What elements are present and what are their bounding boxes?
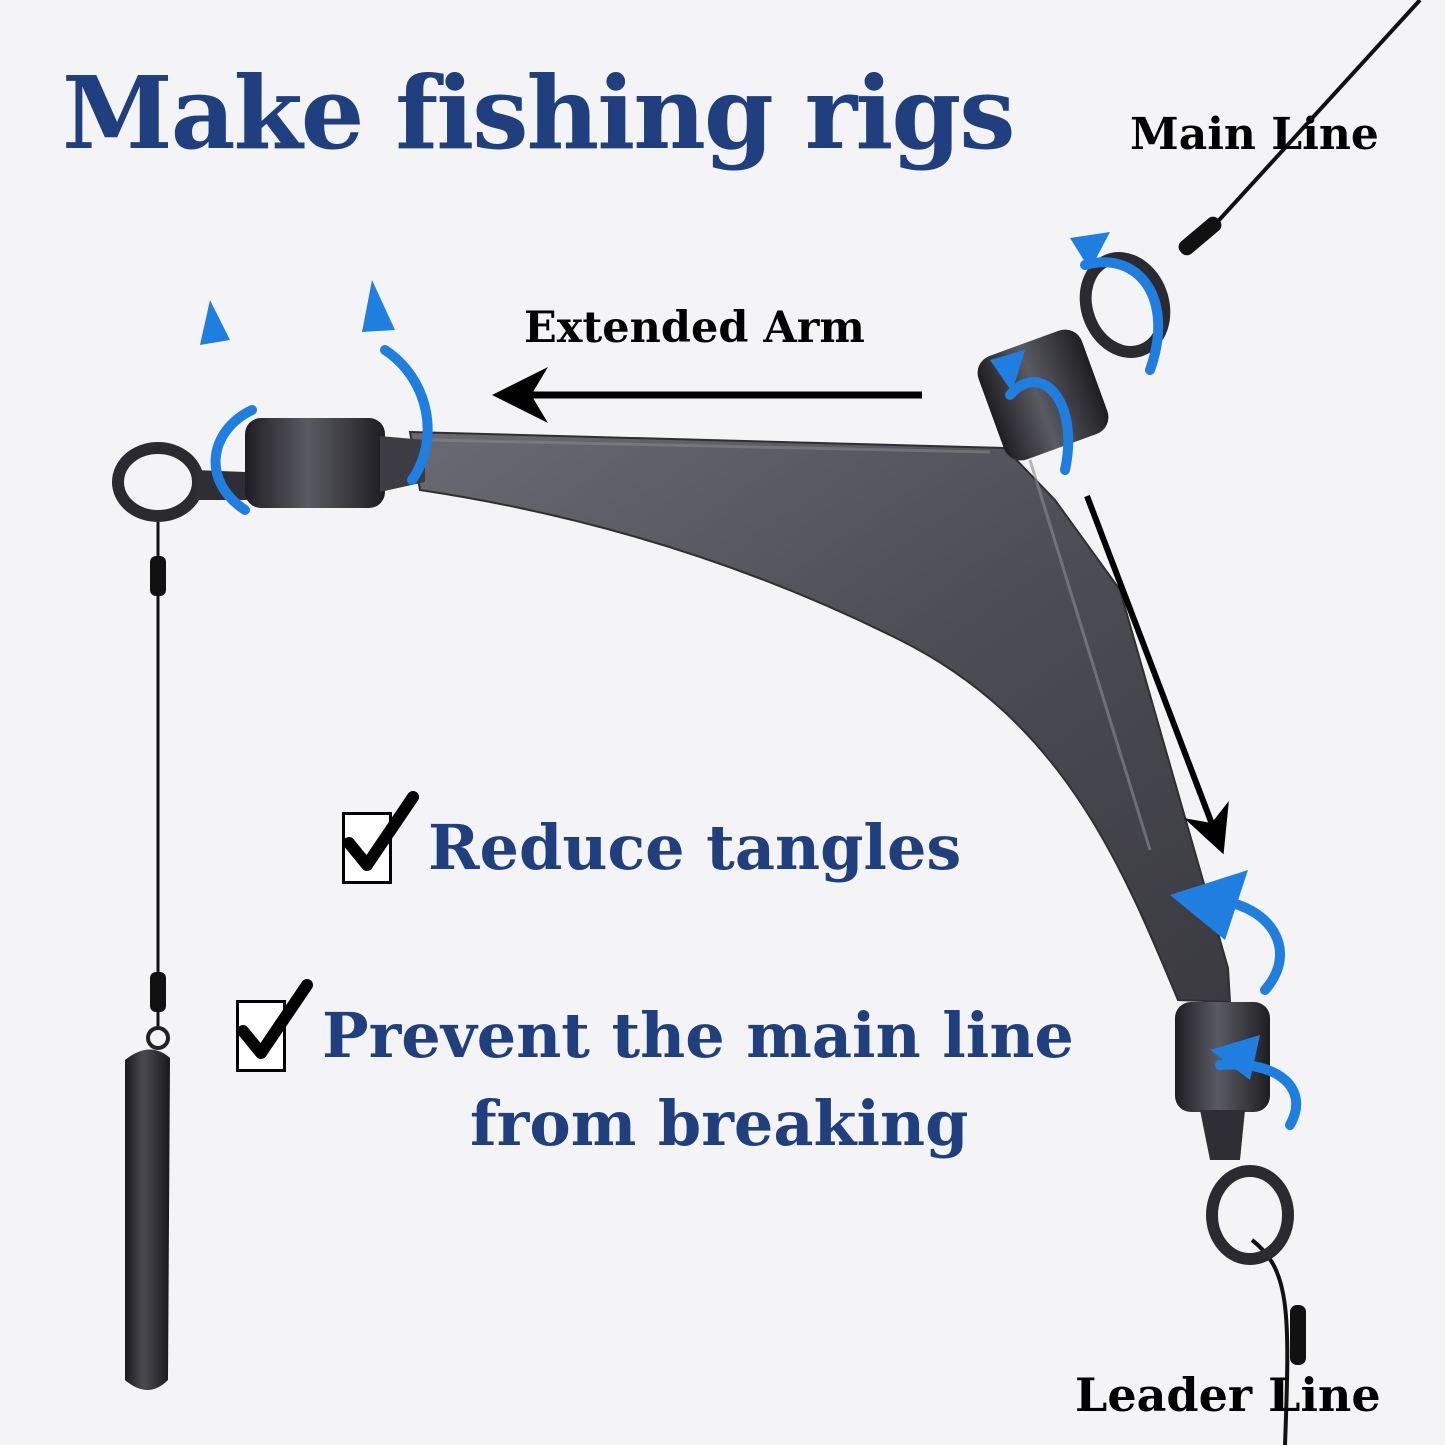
page-title: Make fishing rigs — [62, 54, 1016, 172]
sinker-weight — [125, 1026, 170, 1390]
rotation-arrowheads — [200, 232, 1260, 1080]
benefit-prevent-line: Prevent the main line — [322, 999, 1074, 1072]
checkbox-checked-icon — [342, 791, 419, 884]
leader-line-knot — [1290, 1305, 1306, 1365]
label-leader-line: Leader Line — [1075, 1368, 1381, 1422]
checkbox-checked-icon — [236, 979, 313, 1072]
bottom-swivel — [1175, 1002, 1294, 1265]
main-line-knot — [1178, 216, 1222, 256]
main-line-cord — [1208, 0, 1422, 232]
three-way-arm-body — [408, 430, 1232, 1004]
label-main-line: Main Line — [1130, 109, 1379, 160]
left-swivel — [112, 418, 425, 522]
label-extended-arm: Extended Arm — [524, 303, 865, 353]
weight-line-knot — [150, 556, 166, 596]
benefit-reduce-tangles: Reduce tangles — [428, 811, 962, 884]
direction-arrow-icon — [1084, 494, 1229, 855]
benefit-prevent-line-continued: from breaking — [470, 1087, 969, 1160]
